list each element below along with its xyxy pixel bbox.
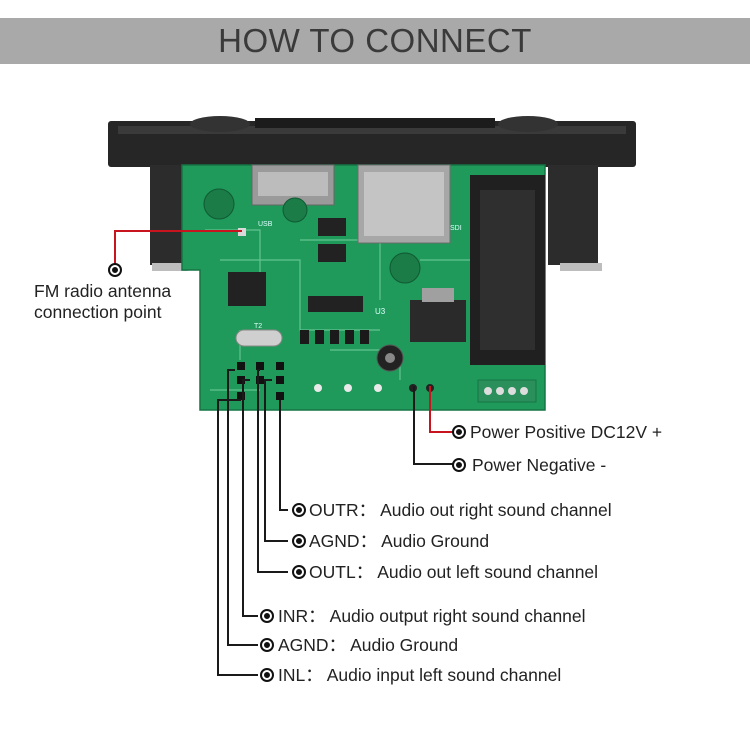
power-positive-label: Power Positive DC12V + [470,422,663,442]
power-negative-label: Power Negative - [472,455,607,475]
pin-key: AGND [278,635,329,655]
pin-sep: ： [358,500,377,520]
fm-antenna-label-line1: FM radio antenna [34,281,172,301]
target-ring-icon [292,503,306,517]
power-negative-wire [413,386,457,465]
pin-desc: Audio input left sound channel [326,665,562,685]
pin-sep: ： [359,531,378,551]
pin-key: AGND [309,531,360,551]
usb-silkscreen: USB [258,221,273,228]
fm-antenna-wire [114,230,242,269]
target-ring-icon [292,534,306,548]
pin-desc: Audio Ground [350,635,459,655]
pin-label-inr: INR：Audio output right sound channel [278,606,586,626]
pin-sep: ： [355,562,374,582]
target-ring-icon [452,425,466,439]
pin-key: OUTL [309,562,356,582]
pin-label-inl: INL：Audio input left sound channel [278,665,561,685]
pin-label-agnd-in: AGND：Audio Ground [278,635,458,655]
target-ring-icon [108,263,122,277]
pin-desc: Audio Ground [381,531,490,551]
pcb-board [181,164,546,411]
target-ring-icon [260,609,274,623]
target-ring-icon [292,565,306,579]
pin-sep: ： [308,606,326,626]
page-title: HOW TO CONNECT [218,22,532,59]
pin-label-outr: OUTR：Audio out right sound channel [309,500,612,520]
pin-key: OUTR [309,500,359,520]
pin-desc: Audio output right sound channel [329,606,586,626]
target-ring-icon [452,458,466,472]
crystal-silkscreen: T2 [254,323,262,330]
target-ring-icon [260,638,274,652]
pin-desc: Audio out right sound channel [380,500,612,520]
sd-silkscreen: SDI [450,225,462,232]
fm-antenna-label-line2: connection point [34,302,162,322]
target-ring-icon [260,668,274,682]
pin-sep: ： [328,635,347,655]
audio-pin-wires [217,369,288,676]
chip-silkscreen: U3 [375,307,386,316]
pin-key: INL [278,665,306,685]
pin-sep: ： [305,665,323,685]
pin-desc: Audio out left sound channel [377,562,599,582]
pin-label-outl: OUTL：Audio out left sound channel [309,562,598,582]
header-banner: HOW TO CONNECT [0,18,750,64]
pin-label-agnd-out: AGND：Audio Ground [309,531,489,551]
power-positive-wire [429,386,457,433]
pin-key: INR [278,606,309,626]
